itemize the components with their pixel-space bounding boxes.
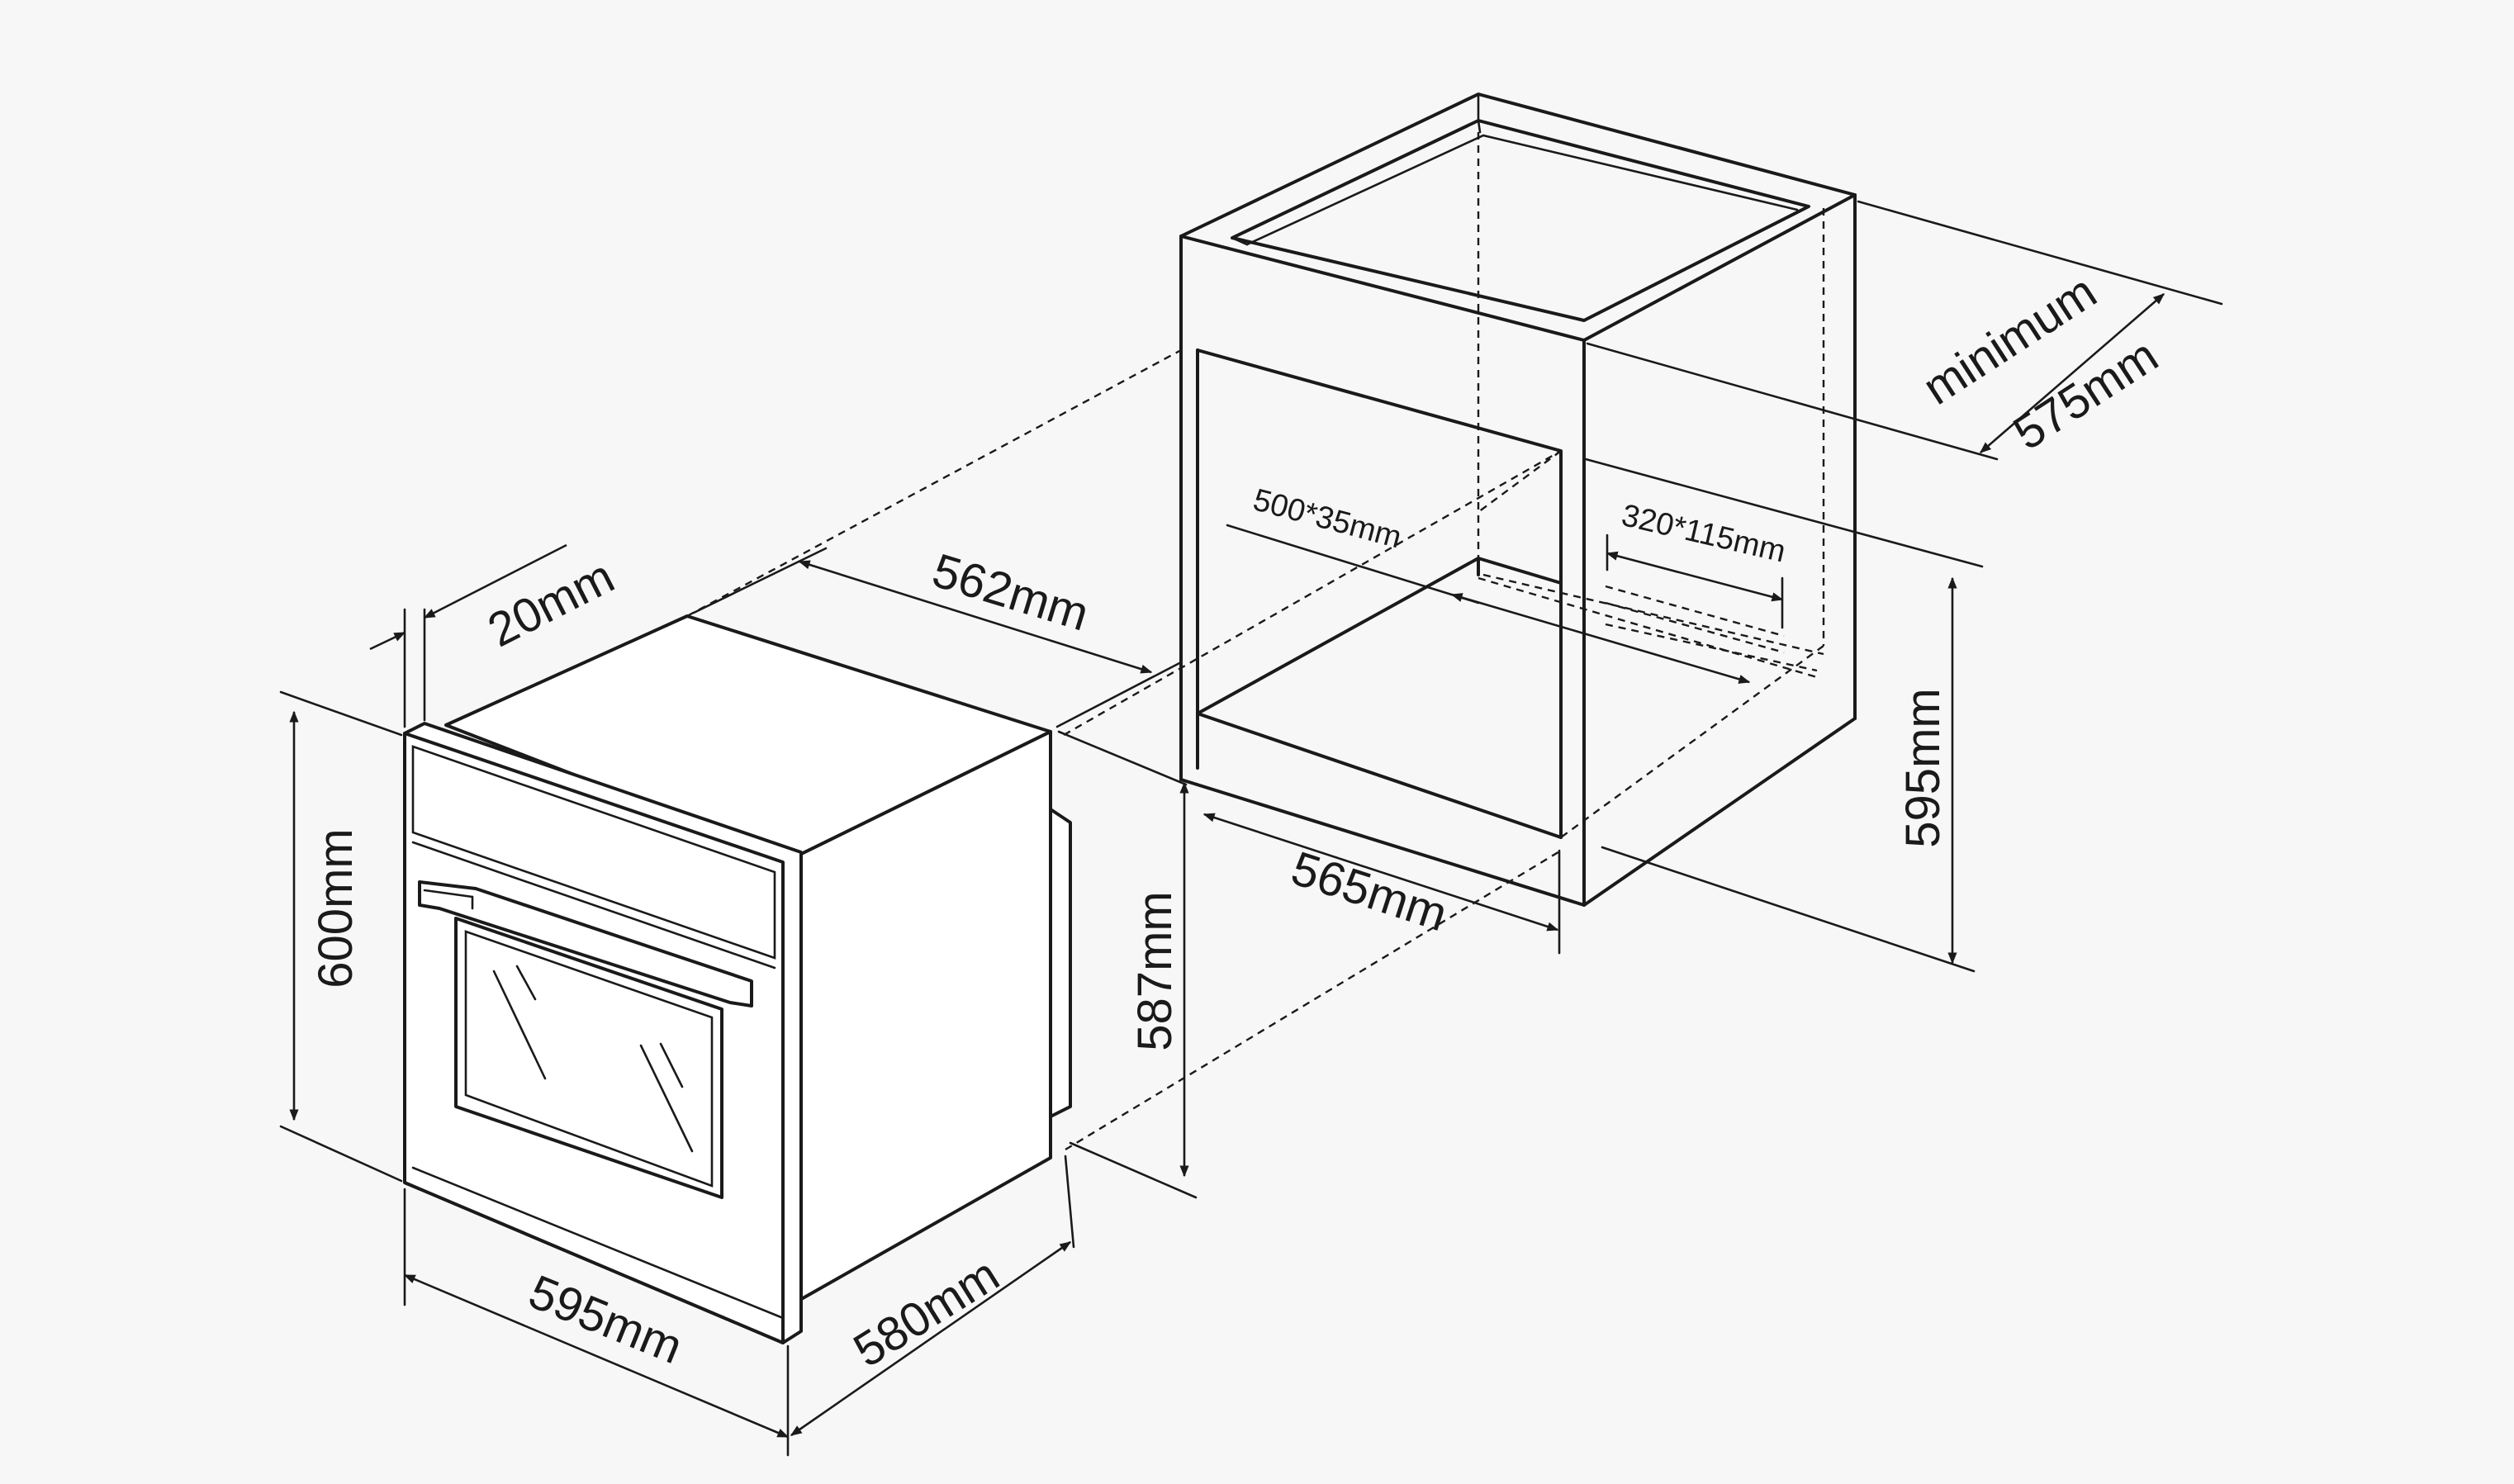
dim-line-cabinet-depth xyxy=(1979,293,2165,453)
label-oven-depth: 580mm xyxy=(844,1248,1008,1378)
oven xyxy=(403,614,1072,1344)
label-vent-rear: 320*115mm xyxy=(1619,498,1789,569)
cabinet-opening-floor xyxy=(1196,557,1480,715)
oven-panel-divider xyxy=(411,841,776,970)
cabinet-base xyxy=(1179,717,1857,907)
label-body-height: 587mm xyxy=(1128,891,1182,1050)
dim-line-oven-width xyxy=(403,1273,790,1439)
label-cabinet-height: 595mm xyxy=(1896,688,1950,847)
oven-control-panel xyxy=(411,745,776,960)
dim-line-front-depth xyxy=(423,543,567,619)
dim-line-cabinet-width xyxy=(1202,813,1559,932)
glass-reflection xyxy=(492,970,547,1080)
cabinet-opening-top xyxy=(1196,348,1563,839)
dim-line-vent-front xyxy=(1450,593,1751,684)
dim-line-body-width xyxy=(798,560,1153,674)
oven-handle xyxy=(418,880,753,1008)
dim-line-vent-rear xyxy=(1606,551,1784,602)
cabinet-top-inner xyxy=(1231,119,1810,322)
label-vent-front: 500*35mm xyxy=(1250,482,1405,555)
oven-window-outer xyxy=(454,917,723,1199)
label-front-panel-depth: 20mm xyxy=(480,549,623,657)
dim-line-oven-depth xyxy=(790,1240,1072,1437)
label-oven-height: 600mm xyxy=(309,828,363,988)
oven-rear-strip xyxy=(1049,808,1072,1118)
oven-window-inner xyxy=(464,930,714,1188)
label-body-width: 562mm xyxy=(927,543,1095,642)
